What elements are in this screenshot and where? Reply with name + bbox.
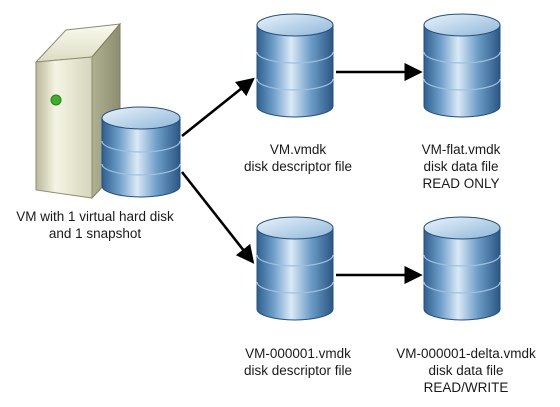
vm-flat-mode: READ ONLY <box>422 176 500 191</box>
snapshot-descriptor-label: VM-000001.vmdk disk descriptor file <box>218 345 378 379</box>
snapshot-delta-filename: VM-000001-delta.vmdk <box>396 346 536 361</box>
server-icon <box>34 22 122 200</box>
vm-flat-disk-icon <box>423 13 501 118</box>
vm-label-line-1: VM with 1 virtual hard disk <box>16 209 174 224</box>
snapshot-delta-label: VM-000001-delta.vmdk disk data file READ… <box>376 345 556 396</box>
vm-flat-label: VM-flat.vmdk disk data file READ ONLY <box>386 141 536 192</box>
vm-label: VM with 1 virtual hard disk and 1 snapsh… <box>0 208 190 242</box>
edge-vm-to-descriptor <box>181 77 255 138</box>
snapshot-descriptor-filename: VM-000001.vmdk <box>245 346 351 361</box>
snapshot-descriptor-disk-icon <box>256 216 334 321</box>
vm-descriptor-filename: VM.vmdk <box>269 142 327 157</box>
vm-flat-type: disk data file <box>423 159 499 174</box>
snapshot-descriptor-type: disk descriptor file <box>243 363 353 378</box>
power-indicator-icon <box>50 94 62 106</box>
vm-descriptor-label: VM.vmdk disk descriptor file <box>228 141 368 175</box>
edge-vm-to-snapshot-descriptor <box>180 171 255 264</box>
vm-flat-filename: VM-flat.vmdk <box>421 142 501 157</box>
snapshot-delta-mode: READ/WRITE <box>423 380 509 395</box>
vm-label-line-2: and 1 snapshot <box>48 226 142 241</box>
snapshot-delta-type: disk data file <box>428 363 504 378</box>
vm-disk-icon <box>101 106 181 198</box>
snapshot-delta-disk-icon <box>423 216 501 321</box>
vm-descriptor-type: disk descriptor file <box>243 159 353 174</box>
vm-descriptor-disk-icon <box>256 13 334 118</box>
